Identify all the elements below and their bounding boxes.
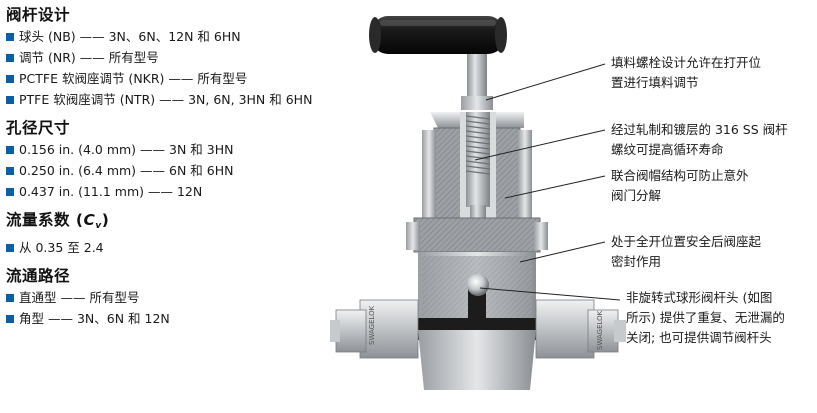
stem-threads: [465, 112, 491, 207]
list-item: PTFE 软阀座调节 (NTR) —— 3N, 6N, 3HN 和 6HN: [6, 89, 356, 110]
bullet-square-icon: [6, 96, 14, 104]
list-item: 角型 —— 3N、6N 和 12N: [6, 308, 356, 329]
bullet-square-icon: [6, 244, 14, 252]
section-orifice-size: 孔径尺寸 0.156 in. (4.0 mm) —— 3N 和 3HN 0.25…: [6, 117, 356, 202]
list-item: 直通型 —— 所有型号: [6, 287, 356, 308]
bullet-square-icon: [6, 167, 14, 175]
body-marking: SWAGELOK: [368, 305, 376, 345]
stem-upper: [467, 54, 487, 98]
bullet-square-icon: [6, 188, 14, 196]
section-flow-path: 流通路径 直通型 —— 所有型号 角型 —— 3N、6N 和 12N: [6, 265, 356, 329]
list-item: 从 0.35 至 2.4: [6, 237, 356, 258]
bullet-square-icon: [6, 294, 14, 302]
bullet-square-icon: [6, 146, 14, 154]
bullet-square-icon: [6, 315, 14, 323]
section-flow-coefficient: 流量系数 (Cv) 从 0.35 至 2.4: [6, 209, 356, 258]
list-item: 球头 (NB) —— 3N、6N、12N 和 6HN: [6, 26, 356, 47]
list-item: 0.250 in. (6.4 mm) —— 6N 和 6HN: [6, 160, 356, 181]
right-tube-fitting: SWAGELOK: [535, 299, 626, 359]
list-item: 0.437 in. (11.1 mm) —— 12N: [6, 181, 356, 202]
section-title: 流通路径: [6, 267, 71, 285]
annotation-union-bonnet: 联合阀帽结构可防止意外阀门分解: [611, 168, 749, 203]
list-item: 0.156 in. (4.0 mm) —— 3N 和 3HN: [6, 139, 356, 160]
annotation-ball-stem-tip: 非旋转式球形阀杆头 (如图所示) 提供了重复、无泄漏的关闭; 也可提供调节阀杆头: [626, 290, 785, 345]
bullet-square-icon: [6, 75, 14, 83]
spec-list: 阀杆设计 球头 (NB) —— 3N、6N、12N 和 6HN 调节 (NR) …: [6, 4, 356, 329]
annotation-packing-bolt: 填料螺栓设计允许在打开位置进行填料调节: [611, 55, 762, 90]
annotation-stem-threads: 经过轧制和镀层的 316 SS 阀杆螺纹可提高循环寿命: [611, 122, 788, 157]
section-title: 阀杆设计: [6, 6, 71, 24]
section-stem-design: 阀杆设计 球头 (NB) —— 3N、6N、12N 和 6HN 调节 (NR) …: [6, 4, 356, 110]
left-tube-fitting: SWAGELOK: [330, 299, 419, 359]
packing-nut-top: [461, 96, 493, 110]
valve-body: [390, 252, 564, 340]
ball-stem-tip: [467, 274, 489, 296]
bullet-square-icon: [6, 54, 14, 62]
t-handle: [369, 16, 507, 54]
annotation-back-seat: 处于全开位置安全后阀座起密封作用: [611, 234, 762, 269]
section-title: 孔径尺寸: [6, 119, 71, 137]
section-title: 流量系数 (Cv): [6, 211, 110, 231]
list-item: PCTFE 软阀座调节 (NKR) —— 所有型号: [6, 68, 356, 89]
list-item: 调节 (NR) —— 所有型号: [6, 47, 356, 68]
bullet-square-icon: [6, 33, 14, 41]
body-marking: SWAGELOK: [596, 310, 604, 350]
